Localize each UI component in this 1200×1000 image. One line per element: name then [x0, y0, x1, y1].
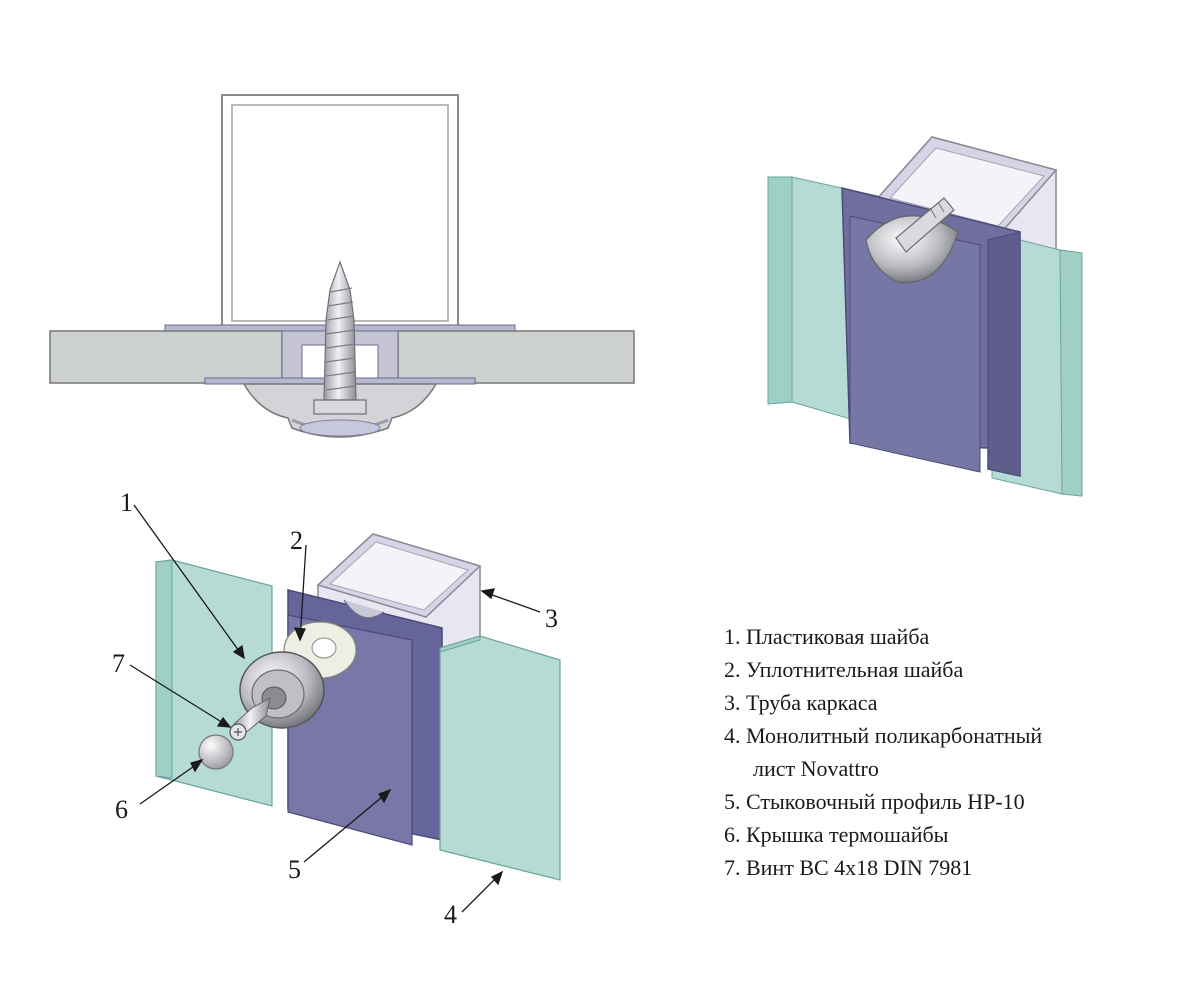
callout-6: 6: [115, 795, 128, 824]
leader-1: [133, 504, 245, 659]
leader-6-arrow: [190, 758, 204, 773]
legend-item: 6. Крышка термошайбы: [724, 822, 949, 847]
legend-item: 5. Стыковочный профиль HP-10: [724, 789, 1025, 814]
legend-item-continuation: лист Novattro: [753, 756, 879, 781]
callout-2: 2: [290, 526, 303, 555]
legend-item: 1. Пластиковая шайба: [724, 624, 930, 649]
leader-4-arrow: [490, 870, 504, 886]
leader-2: [299, 544, 307, 641]
leader-6: [139, 761, 201, 805]
assembled-view: [767, 136, 1083, 497]
parts-legend: 1. Пластиковая шайба 2. Уплотнительная ш…: [724, 620, 1042, 884]
callout-7: 7: [112, 649, 125, 678]
leader-5-arrow: [378, 788, 392, 804]
leader-7: [129, 664, 229, 727]
callout-5: 5: [288, 855, 301, 884]
legend-item: 2. Уплотнительная шайба: [724, 657, 964, 682]
leader-2-arrow: [293, 627, 306, 642]
exploded-view: [155, 533, 561, 881]
callout-4: 4: [444, 900, 457, 929]
section-view: [49, 94, 635, 438]
leader-1-arrow: [232, 644, 245, 660]
legend-item: 4. Монолитный поликарбонатный: [724, 723, 1043, 748]
callout-3: 3: [545, 604, 558, 633]
legend-item: 7. Винт ВС 4х18 DIN 7981: [724, 855, 973, 880]
leader-3-arrow: [480, 588, 495, 600]
leader-5: [303, 791, 389, 863]
leader-7-arrow: [216, 716, 232, 728]
leader-3: [483, 591, 541, 613]
callout-1: 1: [120, 488, 133, 517]
legend-item: 3. Труба каркаса: [724, 690, 878, 715]
leader-lines: [129, 504, 541, 913]
